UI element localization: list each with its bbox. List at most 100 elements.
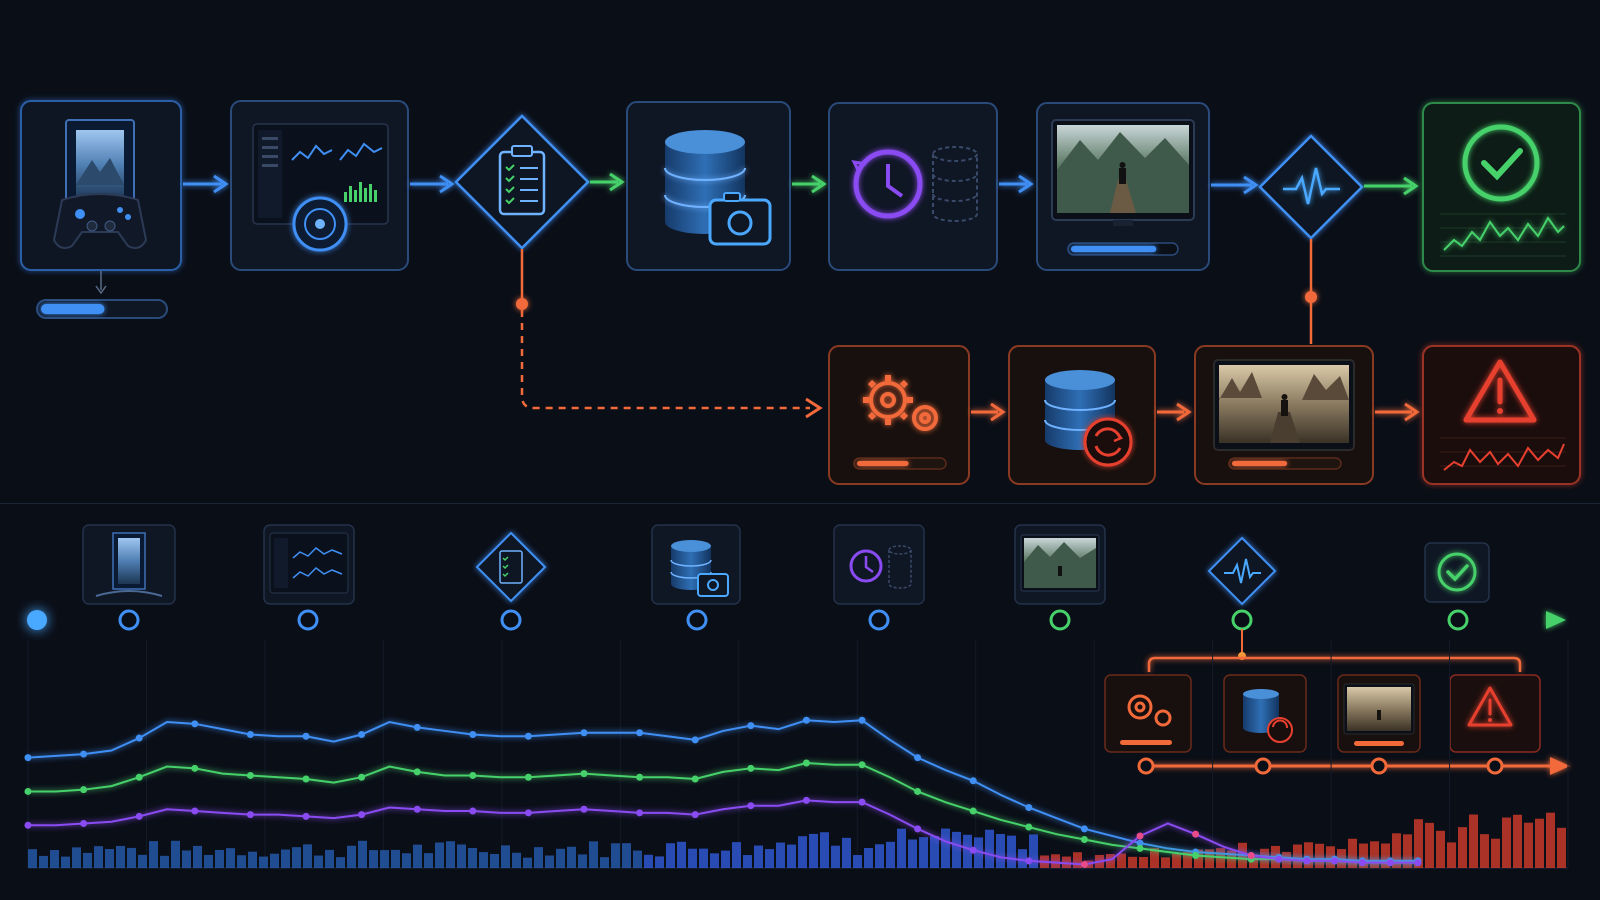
step-diamond-checklist[interactable] [454, 114, 590, 250]
clipboard-checklist-icon [499, 550, 523, 584]
timeline-thumb-reconfigure[interactable] [1104, 674, 1192, 753]
histogram-bar [171, 840, 180, 868]
histogram-bar [578, 854, 587, 868]
step-card-database-snapshot[interactable] [626, 101, 791, 271]
step-diamond-health-monitor[interactable] [1258, 134, 1364, 240]
histogram-bar [501, 845, 510, 868]
histogram-bar [864, 847, 873, 868]
fail-arrow-2 [1157, 402, 1192, 422]
timeline-node[interactable] [1231, 609, 1253, 631]
timeline-fail-node[interactable] [1137, 757, 1155, 775]
step-card-game-session[interactable] [20, 100, 182, 319]
series-point [691, 775, 699, 783]
series-point [858, 716, 866, 724]
timeline-node[interactable] [1447, 609, 1469, 631]
histogram-bar [380, 850, 389, 868]
timeline-thumb-alert[interactable] [1449, 674, 1541, 753]
histogram-bar [600, 857, 609, 868]
histogram-bar [270, 853, 279, 868]
fail-card-degraded-preview[interactable] [1194, 345, 1374, 485]
timeline-thumb-degraded-preview[interactable] [1337, 674, 1421, 753]
histogram-bar [1205, 849, 1214, 868]
failure-branch [516, 239, 1581, 485]
fail-card-alert[interactable] [1422, 345, 1581, 485]
timeline-node[interactable] [297, 609, 319, 631]
timeline-thumb-history-archive[interactable] [833, 524, 925, 605]
histogram-bar [622, 843, 631, 868]
histogram-bar [149, 841, 158, 868]
histogram-bar [820, 832, 829, 868]
histogram-bar [1117, 853, 1126, 868]
timeline-node[interactable] [868, 609, 890, 631]
timeline-thumb-game-session[interactable] [82, 524, 176, 605]
series-point [469, 771, 477, 779]
timeline-thumb-checklist[interactable] [475, 531, 547, 603]
step-card-success[interactable] [1422, 102, 1581, 272]
series-point [691, 811, 699, 819]
step-card-telemetry-dashboard[interactable] [230, 100, 409, 271]
timeline-start-node[interactable] [27, 610, 47, 630]
histogram-bar [391, 849, 400, 868]
timeline-fail-node[interactable] [1254, 757, 1272, 775]
series-point [914, 825, 922, 833]
timeline-thumb-health-monitor[interactable] [1207, 536, 1277, 606]
histogram-bar [1425, 822, 1434, 868]
timeline-node[interactable] [1049, 609, 1071, 631]
histogram-bar [952, 831, 961, 868]
timeline-node[interactable] [686, 609, 708, 631]
timeline-thumb-render-preview[interactable] [1014, 524, 1106, 605]
monitor-scene-icon [1020, 534, 1100, 592]
series-point [524, 809, 532, 817]
progress-bar-reconfigure [853, 457, 947, 470]
series-point [1136, 832, 1144, 840]
series-point [191, 807, 199, 815]
timeline-thumb-database-restore[interactable] [1223, 674, 1307, 753]
timeline-node[interactable] [500, 609, 522, 631]
histogram-bar [1194, 849, 1203, 868]
histogram-bar [325, 849, 334, 868]
histogram-bar [259, 856, 268, 868]
histogram-bar [303, 844, 312, 868]
histogram-bar [963, 834, 972, 868]
step-card-render-preview[interactable] [1036, 102, 1210, 271]
timeline-thumb-dashboard[interactable] [263, 524, 355, 605]
series-point [969, 846, 977, 854]
series-point [1080, 836, 1088, 844]
histogram-bar [545, 855, 554, 868]
timeline-thumb-database-snapshot[interactable] [651, 524, 741, 605]
flow-arrow-3 [590, 172, 625, 192]
histogram-bar [1557, 827, 1566, 868]
warning-triangle-icon [1467, 686, 1513, 727]
gears-icon [1127, 694, 1172, 727]
timeline-fail-node[interactable] [1370, 757, 1388, 775]
series-point [858, 761, 866, 769]
histogram-bar [897, 828, 906, 868]
histogram-bar [1007, 835, 1016, 868]
histogram-bar [1502, 817, 1511, 868]
series-point [135, 773, 143, 781]
series-point [1136, 839, 1144, 847]
histogram-bar [83, 852, 92, 868]
histogram-bar [1293, 844, 1302, 868]
timeline-node[interactable] [118, 609, 140, 631]
clipboard-checklist-icon [498, 145, 546, 216]
histogram-bar [1381, 843, 1390, 868]
series-point [246, 811, 254, 819]
histogram-bar [50, 850, 59, 868]
branch-node-checklist[interactable] [516, 298, 528, 310]
timeline-fail-node[interactable] [1486, 757, 1504, 775]
histogram-bar [831, 845, 840, 868]
fail-card-database-restore[interactable] [1008, 345, 1156, 485]
fail-card-reconfigure[interactable] [828, 345, 970, 485]
branch-node-health[interactable] [1305, 291, 1317, 303]
chart-bars [28, 812, 1566, 868]
histogram-bar [666, 843, 675, 868]
timeline-track [37, 611, 1566, 629]
series-point [969, 807, 977, 815]
timeline-thumb-success[interactable] [1424, 542, 1490, 603]
step-card-history-archive[interactable] [828, 102, 998, 271]
progress-bar-game-session [36, 299, 168, 319]
series-point [1192, 830, 1200, 838]
series-point [636, 809, 644, 817]
